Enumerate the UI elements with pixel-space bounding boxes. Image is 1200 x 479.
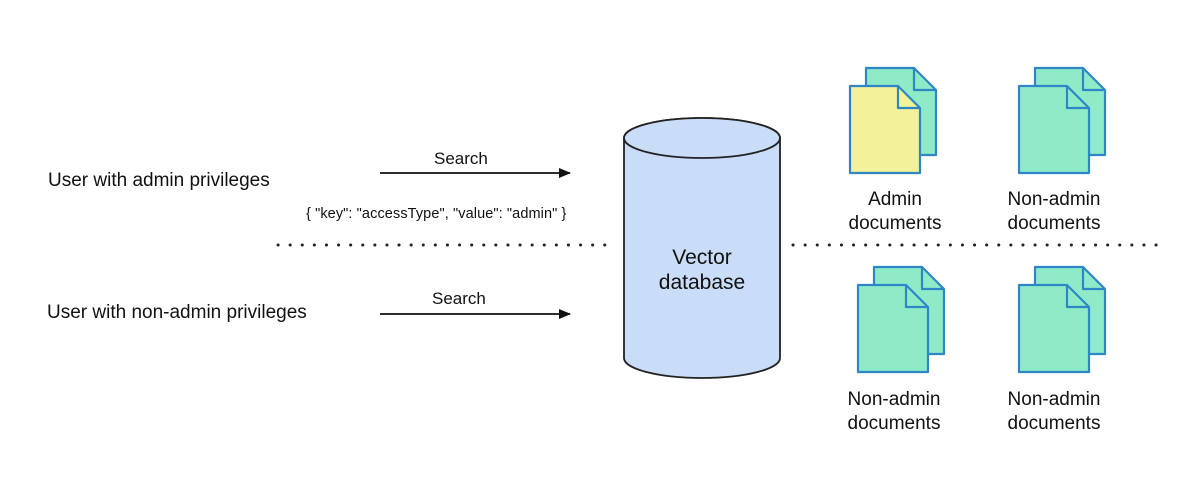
non-admin-documents-icon-bottom-right (1017, 265, 1107, 374)
database-cylinder-icon (623, 117, 781, 379)
database-label: Vector database (637, 245, 767, 295)
caption-line2: documents (1007, 413, 1101, 434)
caption-line1: Non-admin (847, 389, 941, 410)
non-admin-documents-caption-bottom-right: Non-admin documents (979, 388, 1129, 436)
admin-documents-icon (848, 66, 938, 175)
caption-line1: Admin (868, 189, 922, 210)
admin-documents-caption: Admin documents (820, 188, 970, 236)
non-admin-user-label: User with non-admin privileges (47, 302, 307, 323)
non-admin-documents-icon-top (1017, 66, 1107, 175)
non-admin-documents-caption-top: Non-admin documents (979, 188, 1129, 236)
caption-line2: documents (847, 413, 941, 434)
caption-line1: Non-admin (1007, 189, 1101, 210)
caption-line1: Non-admin (1007, 389, 1101, 410)
caption-line2: documents (848, 213, 942, 234)
database-label-line2: database (658, 271, 746, 294)
non-admin-documents-caption-bottom-left: Non-admin documents (819, 388, 969, 436)
admin-search-label: Search (434, 149, 488, 168)
admin-user-label: User with admin privileges (48, 170, 270, 191)
non-admin-search-label: Search (432, 289, 486, 308)
non-admin-documents-icon-bottom-left (856, 265, 946, 374)
caption-line2: documents (1007, 213, 1101, 234)
database-label-line1: Vector (672, 246, 732, 269)
access-filter-text: { "key": "accessType", "value": "admin" … (306, 206, 567, 222)
